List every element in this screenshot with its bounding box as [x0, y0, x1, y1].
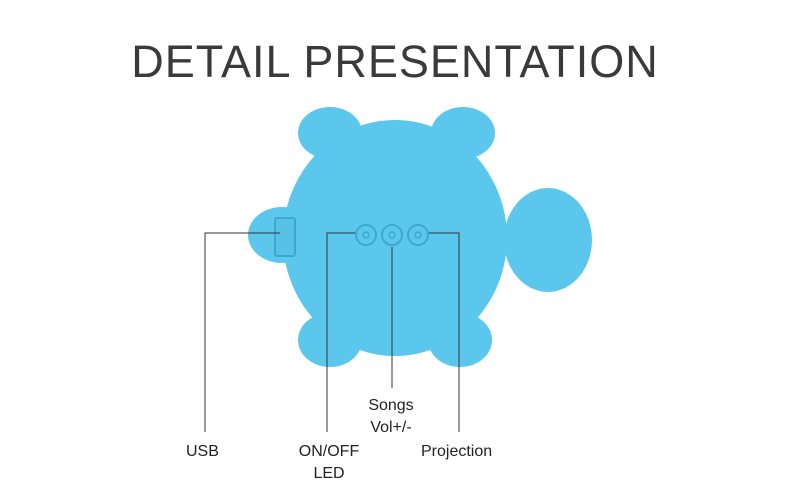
songs-volume-button: [381, 224, 403, 246]
page-title: DETAIL PRESENTATION: [131, 36, 659, 87]
usb-leader-line: [204, 232, 280, 432]
leader-lines: [204, 232, 460, 432]
callout-onoff-line1: ON/OFF: [298, 443, 360, 460]
callout-songs-vol: Songs Vol+/-: [358, 395, 424, 439]
callout-onoff-line2: LED: [313, 465, 345, 482]
usb-port: [274, 217, 296, 257]
callout-projection: Projection: [421, 443, 493, 460]
callout-songs-line1: Songs: [368, 397, 414, 414]
speaker-tail: [504, 188, 592, 292]
power-button: [355, 224, 377, 246]
callout-songs-line2: Vol+/-: [370, 419, 412, 436]
callout-onoff-led: ON/OFF LED: [294, 441, 364, 485]
onoff-leader-line: [326, 232, 355, 432]
callout-usb: USB: [186, 443, 219, 460]
projection-button: [407, 224, 429, 246]
projection-leader-line: [429, 232, 460, 432]
